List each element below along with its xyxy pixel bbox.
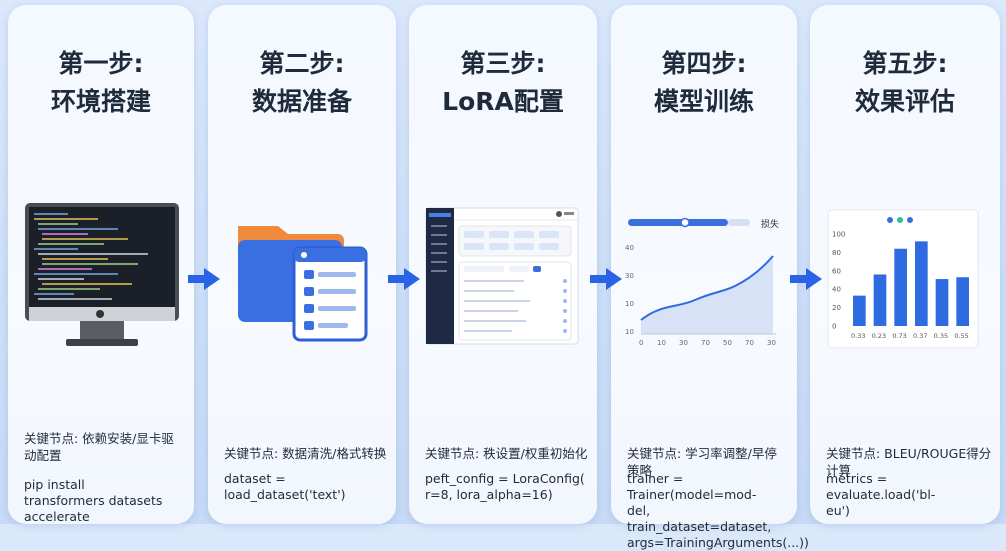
arrow-right-icon	[790, 268, 822, 290]
step-title: 第三步: LoRA配置	[409, 45, 597, 121]
chart-bar	[956, 277, 969, 326]
monitor-illustration	[8, 200, 194, 355]
folder-icon	[238, 226, 368, 342]
step-card-4: 第四步: 模型训练 损失 40 30 10 10 0 10 30 70 50	[611, 5, 809, 550]
chart-legend: 损失	[761, 218, 779, 230]
dot-indicator	[907, 217, 913, 223]
slider-track	[728, 219, 750, 226]
x-tick: 0	[639, 339, 643, 347]
key-node-text: 关键节点: 学习率调整/早停策略	[627, 446, 777, 478]
slider-handle	[680, 217, 690, 228]
y-tick: 100	[832, 231, 845, 239]
key-node-text: 关键节点: BLEU/ROUGE得分计算	[826, 446, 992, 478]
x-tick: 0.35	[934, 332, 948, 340]
x-tick: 10	[657, 339, 666, 347]
x-tick: 50	[723, 339, 732, 347]
dashboard-illustration	[409, 200, 597, 355]
dot-indicator	[887, 217, 893, 223]
arrow-right-icon	[188, 268, 220, 290]
arrow-right-icon	[388, 268, 420, 290]
step-title: 第四步: 模型训练	[611, 45, 797, 121]
x-tick: 0.33	[851, 332, 865, 340]
x-tick: 30	[767, 339, 776, 347]
code-snippet: dataset = load_dataset('text')	[224, 471, 346, 502]
x-tick: 0.73	[892, 332, 906, 340]
chart-bar	[894, 248, 907, 326]
step-name: 效果评估	[854, 87, 955, 116]
chart-bar	[915, 241, 928, 326]
key-node-text: 关键节点: 秩设置/权重初始化	[425, 446, 588, 461]
step-name: 数据准备	[251, 87, 352, 116]
step-name: 模型训练	[653, 87, 754, 116]
step-number: 第一步:	[58, 49, 144, 78]
chart-bar	[853, 295, 866, 326]
y-tick: 10	[625, 328, 634, 336]
step-card-3: 第三步: LoRA配置	[409, 5, 597, 524]
y-tick: 10	[625, 300, 634, 308]
y-tick: 30	[625, 272, 634, 280]
x-tick: 70	[701, 339, 710, 347]
step-number: 第二步:	[259, 49, 345, 78]
code-snippet: metrics = evaluate.load('bl- eu')	[826, 471, 936, 518]
chart-bar	[873, 274, 887, 326]
loss-line	[640, 255, 774, 321]
dashboard-icon	[425, 207, 579, 345]
line-chart: 损失 40 30 10 10 0 10 30 70 50 70 30	[625, 217, 779, 347]
dot-indicator	[897, 217, 903, 223]
step-title: 第一步: 环境搭建	[8, 45, 194, 121]
y-tick: 40	[832, 286, 841, 294]
x-tick: 0.55	[954, 332, 968, 340]
step-card-1: 第一步: 环境搭建	[8, 5, 194, 524]
loss-chart: 损失 40 30 10 10 0 10 30 70 50 70 30	[611, 200, 797, 355]
key-node-text: 关键节点: 依赖安装/显卡驱动配置	[24, 431, 174, 463]
y-tick: 40	[625, 244, 634, 252]
y-tick: 20	[832, 304, 841, 312]
step-number: 第五步:	[862, 49, 948, 78]
step-card-5: 第五步: 效果评估 100 80 60 40 20 0 0.33 0.23 0.73 0.37 0…	[810, 5, 1000, 524]
code-snippet: trainer = Trainer(model=mod- del, train_…	[627, 471, 809, 550]
step-name: 环境搭建	[50, 87, 151, 116]
step-title: 第二步: 数据准备	[208, 45, 396, 121]
step-number: 第四步:	[661, 49, 747, 78]
chart-bar	[935, 279, 949, 326]
step-name: LoRA配置	[442, 87, 564, 116]
step-title: 第五步: 效果评估	[810, 45, 1000, 121]
arrow-right-icon	[590, 268, 622, 290]
code-snippet: peft_config = LoraConfig( r=8, lora_alph…	[425, 471, 585, 502]
x-tick: 0.23	[872, 332, 886, 340]
x-tick: 30	[679, 339, 688, 347]
step-card-2: 第二步: 数据准备 关键节点: 数据清洗/格式转换 dataset = load…	[208, 5, 396, 524]
code-snippet: pip install transformers datasets accele…	[24, 477, 163, 524]
y-tick: 80	[832, 249, 841, 257]
key-node-text: 关键节点: 数据清洗/格式转换	[224, 446, 387, 461]
slider-fill	[628, 219, 728, 226]
folder-illustration	[208, 200, 396, 355]
monitor-icon	[25, 203, 179, 346]
x-tick: 0.37	[913, 332, 927, 340]
y-tick: 60	[832, 267, 841, 275]
bar-chart: 100 80 60 40 20 0 0.33 0.23 0.73 0.37 0.35 0.55	[827, 209, 979, 349]
x-tick: 70	[745, 339, 754, 347]
step-number: 第三步:	[460, 49, 546, 78]
y-tick: 0	[832, 323, 836, 331]
bar-chart-illustration: 100 80 60 40 20 0 0.33 0.23 0.73 0.37 0.35 0.55	[810, 200, 1000, 355]
